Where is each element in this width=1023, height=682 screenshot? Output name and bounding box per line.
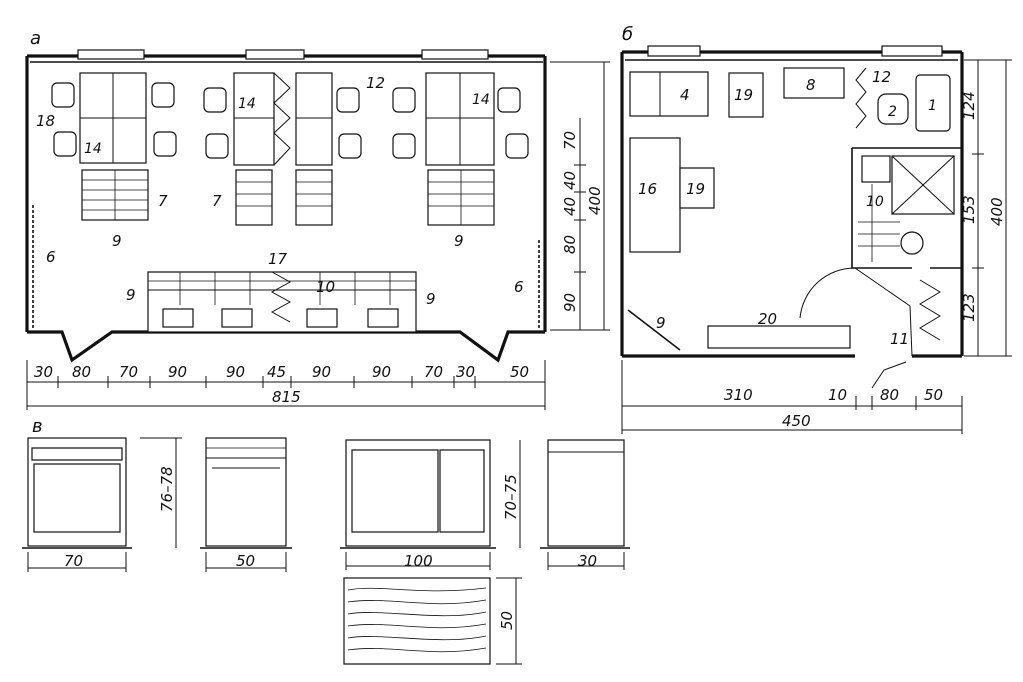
plan-a-labels: 18 14 14 14 12 7 7 9 9 9 9 6 6 17 10 [36,74,524,308]
elevation-table: 100 70–75 [340,439,521,570]
dim-a-2: 70 [119,363,138,381]
elevation-cabinet-narrow: 50 [200,437,292,572]
dim-a-side-70: 70 [561,131,579,150]
plan-b-walls [620,45,964,358]
label-18: 18 [36,112,55,130]
plan-a-desks [79,72,495,166]
dim-a-side-80: 80 [561,235,579,254]
label-9-counter-right: 9 [426,290,436,308]
dim-a-9: 30 [456,363,475,381]
label-b-8: 8 [806,76,816,94]
label-b-4: 4 [680,86,690,104]
dim-a-side-40b: 40 [561,197,579,216]
dim-b-50: 50 [924,386,943,404]
dim-e1-width: 70 [64,552,83,570]
dim-e2-width: 50 [236,552,255,570]
dim-e4-width: 30 [578,552,597,570]
label-7-center: 7 [212,192,222,210]
dim-b-310: 310 [724,386,753,404]
label-6-left: 6 [46,248,56,266]
label-b-9: 9 [656,314,666,332]
dim-b-side-total: 400 [988,197,1006,226]
dim-a-1: 80 [72,363,91,381]
label-b-11: 11 [890,330,909,348]
plan-b: б [620,24,1012,434]
label-6-right: 6 [514,278,524,296]
dim-e3-width: 100 [404,552,433,570]
plan-b-side-dimensions: 124 153 123 400 [960,59,1012,357]
plan-b-labels: 4 19 8 12 2 1 16 19 10 20 9 11 [638,68,937,348]
plan-a-boards [81,169,495,226]
plan-a-side-dimensions: 70 40 40 80 90 400 [550,61,610,331]
label-9-counter-left: 9 [126,286,136,304]
dim-e3-height: 70–75 [502,474,520,520]
dim-a-7: 90 [372,363,391,381]
label-12: 12 [366,74,385,92]
plan-a-chairs [51,82,529,159]
label-b-2: 2 [888,104,897,120]
plan-b-bottom-dimensions: 310 10 80 50 450 [621,360,963,434]
label-b-10: 10 [866,194,884,210]
plan-a: а [25,28,610,410]
label-7-left: 7 [158,192,168,210]
label-14-center: 14 [238,96,256,112]
elevation-cabinet-side: 30 [540,439,630,570]
top-view-wood: 50 [343,577,522,665]
label-b-16: 16 [638,180,657,198]
dim-e1-height: 76–78 [158,466,176,512]
elevation-workbench: 70 76–78 [22,437,182,572]
panel-letter-a: а [30,28,41,49]
label-17: 17 [268,250,288,268]
panel-letter-b: б [622,24,633,45]
dim-a-side-90: 90 [561,293,579,312]
dim-a-5: 45 [267,363,286,381]
label-14-right: 14 [472,92,490,108]
plan-a-counter [147,271,417,333]
dim-a-0: 30 [34,363,53,381]
dim-b-10: 10 [828,386,847,404]
dim-b-side-123: 123 [960,293,978,322]
dim-b-80: 80 [880,386,899,404]
label-14-left: 14 [84,141,102,157]
dim-a-10: 50 [510,363,529,381]
label-10: 10 [316,278,335,296]
dim-a-8: 70 [424,363,443,381]
dim-a-4: 90 [226,363,245,381]
dim-a-side-total: 400 [586,186,604,215]
plan-a-bottom-dimensions: 30 80 70 90 90 45 90 90 70 30 50 815 [26,360,546,410]
dim-top-depth: 50 [498,611,516,630]
dim-a-6: 90 [312,363,331,381]
dim-b-total: 450 [782,412,811,430]
label-b-19-center: 19 [686,180,705,198]
plan-b-furniture [627,67,951,351]
dim-a-3: 90 [168,363,187,381]
label-9-left: 9 [112,232,122,250]
label-b-20: 20 [758,310,777,328]
label-b-19-top: 19 [734,86,753,104]
dim-a-side-40a: 40 [561,171,579,190]
label-b-1: 1 [928,98,937,114]
dim-b-side-124: 124 [960,91,978,120]
label-b-12: 12 [872,68,891,86]
label-9-right: 9 [454,232,464,250]
panel-letter-v: в [32,416,43,437]
elevations-v: в 70 76–78 50 [22,416,630,665]
dim-b-side-153: 153 [960,195,978,224]
dim-a-total: 815 [272,388,301,406]
